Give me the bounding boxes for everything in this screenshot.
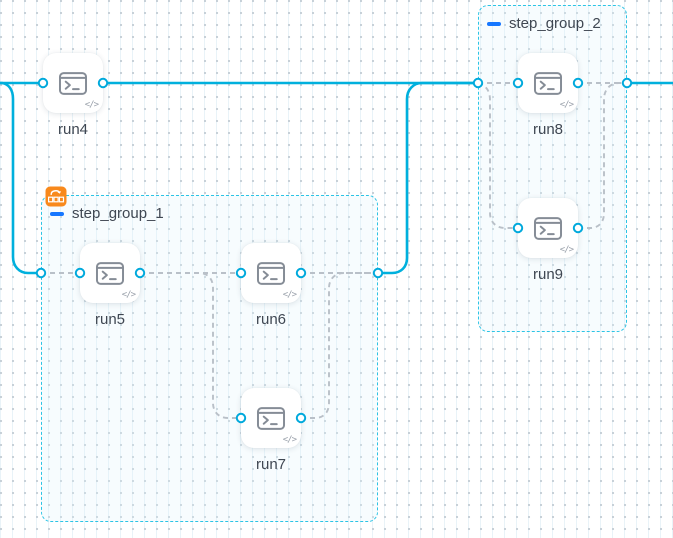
terminal-icon xyxy=(58,71,88,95)
port-run6-in[interactable] xyxy=(235,267,247,279)
port-run8-in[interactable] xyxy=(512,77,524,89)
terminal-icon xyxy=(256,261,286,285)
group-title: step_group_1 xyxy=(72,205,164,222)
node-run8[interactable]: </> run8 xyxy=(518,53,578,138)
node-label: run7 xyxy=(255,456,287,473)
node-label: run4 xyxy=(57,121,89,138)
terminal-icon xyxy=(533,71,563,95)
node-run7[interactable]: </> run7 xyxy=(241,388,301,473)
node-run9-box[interactable]: </> xyxy=(518,198,578,258)
edge-source-step-group-1[interactable] xyxy=(0,81,43,275)
port-group2-in[interactable] xyxy=(472,77,484,89)
port-run5-in[interactable] xyxy=(74,267,86,279)
loop-batch-badge-icon xyxy=(45,186,67,207)
node-run7-box[interactable]: </> xyxy=(241,388,301,448)
port-run8-out[interactable] xyxy=(572,77,584,89)
node-run5-box[interactable]: </> xyxy=(80,243,140,303)
code-icon: </> xyxy=(282,290,297,300)
terminal-icon xyxy=(95,261,125,285)
code-icon: </> xyxy=(559,245,574,255)
port-run9-in[interactable] xyxy=(512,222,524,234)
group-header: step_group_1 xyxy=(50,206,164,222)
node-run6[interactable]: </> run6 xyxy=(241,243,301,328)
port-group1-in[interactable] xyxy=(35,267,47,279)
code-icon: </> xyxy=(121,290,136,300)
port-group2-out[interactable] xyxy=(621,77,633,89)
node-run4-box[interactable]: </> xyxy=(43,53,103,113)
terminal-icon xyxy=(533,216,563,240)
port-run7-out[interactable] xyxy=(295,412,307,424)
group-header: step_group_2 xyxy=(487,16,601,32)
node-label: run5 xyxy=(94,311,126,328)
node-run4[interactable]: </> run4 xyxy=(43,53,103,138)
node-run6-box[interactable]: </> xyxy=(241,243,301,303)
port-run5-out[interactable] xyxy=(134,267,146,279)
edge-group2-in-run9[interactable] xyxy=(477,82,518,229)
port-run4-out[interactable] xyxy=(97,77,109,89)
edge-run9-group2-out[interactable] xyxy=(578,82,627,229)
edge-run7-group1-out[interactable] xyxy=(301,272,378,419)
collapse-minus-icon[interactable] xyxy=(487,22,501,26)
port-run4-in[interactable] xyxy=(37,77,49,89)
port-run7-in[interactable] xyxy=(235,412,247,424)
node-run5[interactable]: </> run5 xyxy=(80,243,140,328)
node-label: run8 xyxy=(532,121,564,138)
node-run9[interactable]: </> run9 xyxy=(518,198,578,283)
node-run8-box[interactable]: </> xyxy=(518,53,578,113)
code-icon: </> xyxy=(559,100,574,110)
collapse-minus-icon[interactable] xyxy=(50,212,64,216)
port-run9-out[interactable] xyxy=(572,222,584,234)
port-group1-out[interactable] xyxy=(372,267,384,279)
port-run6-out[interactable] xyxy=(295,267,307,279)
code-icon: </> xyxy=(84,100,99,110)
terminal-icon xyxy=(256,406,286,430)
code-icon: </> xyxy=(282,435,297,445)
edge-run5-run7[interactable] xyxy=(140,272,241,419)
node-label: run9 xyxy=(532,266,564,283)
node-label: run6 xyxy=(255,311,287,328)
group-title: step_group_2 xyxy=(509,15,601,32)
edge-step-group-1-step-group-2[interactable] xyxy=(376,81,480,275)
